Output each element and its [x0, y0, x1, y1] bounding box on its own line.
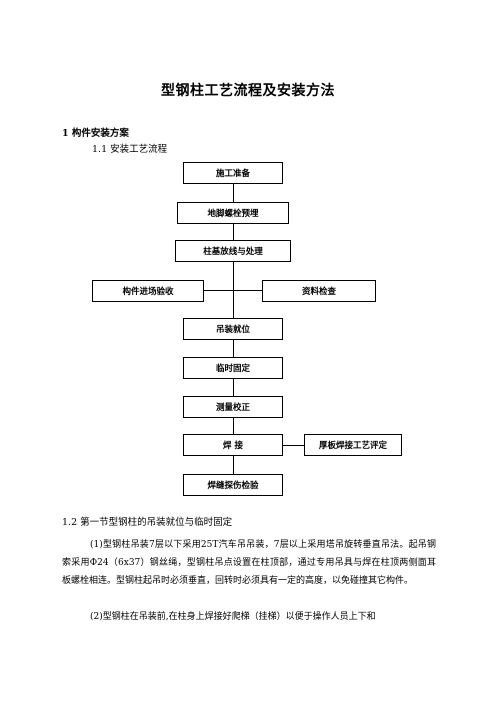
- paragraph-1-text: (1)型钢柱吊装7层以下采用25T汽车吊吊装，7层以上采用塔吊旋转垂直吊法。起吊…: [62, 540, 436, 586]
- flow-step-member-inspection: 构件进场验收: [92, 280, 204, 302]
- flow-step-document-check: 资料检查: [262, 280, 376, 302]
- flow-step-survey-correction: 测量校正: [183, 396, 283, 418]
- flow-connector-welding: [282, 445, 304, 446]
- flow-step-column-base: 柱基放线与处理: [175, 240, 291, 262]
- flow-step-thick-plate-eval: 厚板焊接工艺评定: [304, 434, 402, 456]
- section-heading-1-1: 1.1 安装工艺流程: [92, 144, 168, 155]
- paragraph-2: (2)型钢柱在吊装前,在柱身上焊接好爬梯（挂梯）以便于操作人员上下和: [62, 608, 436, 626]
- paragraph-2-text: (2)型钢柱在吊装前,在柱身上焊接好爬梯（挂梯）以便于操作人员上下和: [90, 612, 376, 622]
- flow-step-lifting: 吊装就位: [183, 318, 283, 340]
- flow-step-weld-inspection: 焊缝探伤检验: [183, 474, 283, 496]
- flow-step-anchor-bolt: 地脚螺栓预埋: [177, 202, 289, 224]
- document-title: 型钢柱工艺流程及安装方法: [161, 83, 335, 99]
- flow-step-construction-prep: 施工准备: [183, 162, 283, 184]
- flow-step-temp-fixing: 临时固定: [183, 357, 283, 379]
- section-heading-1: 1 构件安装方案: [62, 128, 129, 139]
- flow-step-welding: 焊 接: [183, 434, 283, 456]
- paragraph-1: (1)型钢柱吊装7层以下采用25T汽车吊吊装，7层以上采用塔吊旋转垂直吊法。起吊…: [62, 536, 436, 590]
- flow-connector-branch: [203, 290, 263, 291]
- section-heading-1-2: 1.2 第一节型钢柱的吊装就位与临时固定: [62, 517, 233, 528]
